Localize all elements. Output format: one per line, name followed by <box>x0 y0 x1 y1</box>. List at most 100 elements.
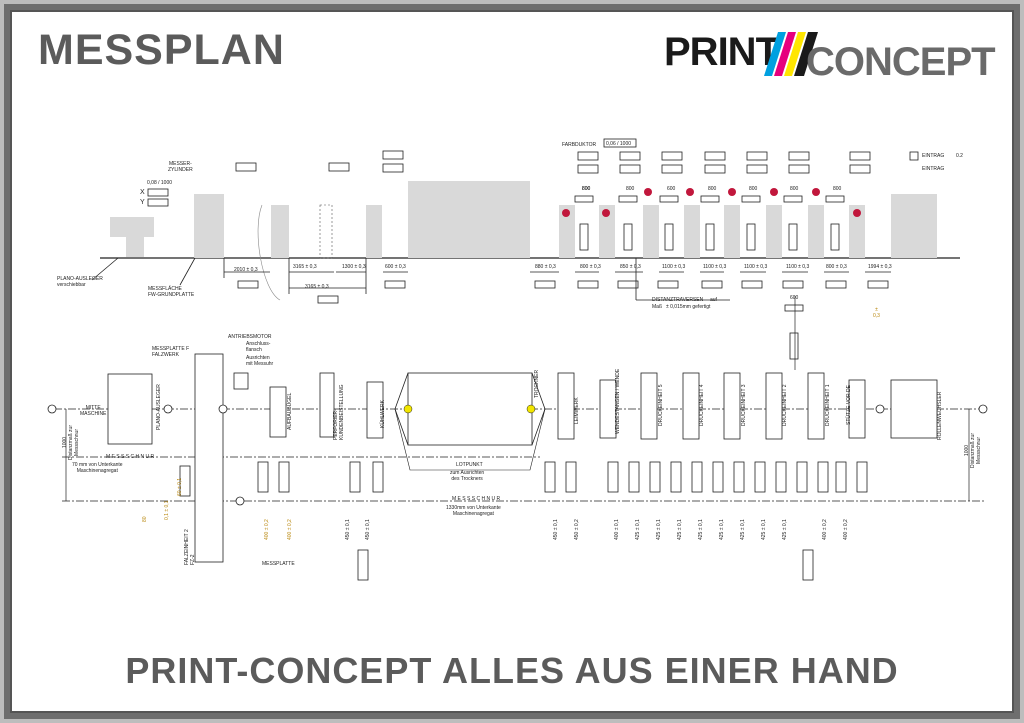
top-dimension-2: 1300 ± 0,3 <box>342 264 366 270</box>
orange-tolerance-4: 80 <box>142 516 148 522</box>
tolerance-1: 450 ± 0,2 <box>574 519 580 540</box>
unit-label-1: FALZEINHEIT 2 FZ-2 <box>184 529 196 565</box>
unit-width-4: 800 <box>749 186 758 192</box>
tolerance-14: 400 ± 0,2 <box>843 519 849 540</box>
mass-value: ± 0,015mm gefertigt <box>666 304 711 310</box>
distanz-right-label: 1000 Distanzmaß zur Messschnur <box>964 432 982 468</box>
top-dimension-0: 2010 ± 0,3 <box>234 267 258 273</box>
unit-label-8: DRUCKEINHEIT 5 <box>658 384 664 426</box>
distanztraversen-label: DISTANZTRAVERSEN <box>652 297 704 303</box>
tolerance-9: 425 ± 0,1 <box>719 519 725 540</box>
messflaeche-label: MESSFLÄCHE FW-GRUNDPLATTE <box>148 286 195 298</box>
logo-stripes-icon <box>764 32 818 76</box>
unit-label-7: WENDESTANGEN / WENDE <box>615 368 621 434</box>
curve-line <box>257 204 281 301</box>
top-dimension-3: 600 ± 0,3 <box>385 264 406 270</box>
unit-label-9: DRUCKEINHEIT 4 <box>699 384 705 426</box>
tolerance-10: 425 ± 0,1 <box>740 519 746 540</box>
orange-tolerance-0: 400 ± 0,2 <box>264 519 270 540</box>
top-dimension-5: 880 ± 0,3 <box>535 264 556 270</box>
tolerance-13: 400 ± 0,2 <box>822 519 828 540</box>
unit-label-2: AUFBAUBÜGEL <box>287 392 293 430</box>
unit-width-0: 800 <box>582 186 591 192</box>
plano-ausleger-label: PLANO-AUSLEGER verschiebbar <box>57 276 103 288</box>
top-machine-blocks <box>110 181 937 258</box>
unit-width-3: 800 <box>708 186 717 192</box>
bottom-stanchions <box>179 461 868 581</box>
mass-label: Maß <box>652 304 662 310</box>
x-axis-label: X <box>140 189 145 196</box>
distance-dimension-lines <box>65 296 970 501</box>
messer-zylinder-label: MESSER- ZYLINDER <box>168 161 193 173</box>
bottom-machine-outlines <box>107 353 938 563</box>
top-dimension-8: 1100 ± 0,3 <box>662 264 686 270</box>
unit-width-5: 800 <box>790 186 799 192</box>
top-dimension-lines <box>91 257 891 301</box>
mitte-maschine-label: MITTE MASCHINE <box>80 405 107 417</box>
lotpunkt-lines <box>394 408 546 471</box>
unit-label-0: PLANO-AUSLEGER <box>156 384 162 430</box>
dashed-block <box>319 204 333 259</box>
orange-tolerance-2: 60 ± 0,1 <box>177 477 183 496</box>
y-axis-label: Y <box>140 199 145 206</box>
unit-label-14: ROLLENWECHSLER <box>937 391 943 440</box>
farbduktor-label: FARBDUKTOR <box>562 142 597 148</box>
yellow-lotpunkt-right <box>526 404 536 414</box>
eintrag-1-value: 0.2 <box>956 153 963 159</box>
top-dimension-10: 1100 ± 0,3 <box>744 264 768 270</box>
logo-print: PRINT <box>664 30 780 74</box>
top-dimension-13: 1994 ± 0,3 <box>868 264 892 270</box>
orange-tolerance-1: 400 ± 0,2 <box>287 519 293 540</box>
unit-width-1: 800 <box>626 186 635 192</box>
top-entry-boxes <box>147 138 919 304</box>
distanz-left-label: 1000 Distanzmaß zur Messschnur <box>62 424 80 460</box>
top-dimension-12: 800 ± 0,3 <box>826 264 847 270</box>
unit-label-6: LEIMWERK <box>574 397 580 424</box>
farbduktor-value: 0,06 / 1000 <box>606 141 632 147</box>
drawing-sheet <box>10 10 1014 713</box>
antriebsmotor-label: ANTRIEBSMOTOR <box>228 334 272 340</box>
tolerance-8: 425 ± 0,1 <box>698 519 704 540</box>
tolerance-6: 425 ± 0,1 <box>656 519 662 540</box>
tolerance-2: 450 ± 0,1 <box>345 519 351 540</box>
measure-circles <box>47 404 988 506</box>
top-dimension-6: 800 ± 0,3 <box>580 264 601 270</box>
tolerance-4: 400 ± 0,1 <box>614 519 620 540</box>
unit-width-2: 600 <box>667 186 676 192</box>
messplatte-label: MESSPLATTE <box>262 561 295 567</box>
tolerance-12: 425 ± 0,1 <box>782 519 788 540</box>
unit-label-12: DRUCKEINHEIT 1 <box>825 384 831 426</box>
top-dimension-4: 3165 ± 0,3 <box>305 284 329 290</box>
unit-label-4: KÜHLWERK <box>380 400 386 428</box>
red-measure-points <box>562 188 861 217</box>
lotpunkt-note: zum Ausrichten des Trockners <box>450 470 485 482</box>
messplatte-f-label: MESSPLATTE F FALZWERK <box>152 346 190 358</box>
auf-label: auf <box>710 297 717 303</box>
messschnur-2-label: M E S S S C H N U R <box>452 496 501 502</box>
unit-label-10: DRUCKEINHEIT 3 <box>741 384 747 426</box>
top-dimension-7: 850 ± 0,3 <box>620 264 641 270</box>
unit-label-5: TROCKNER <box>534 369 540 398</box>
messschnur-1-note: 70 mm von Unterkante Maschinenagregat <box>72 462 123 474</box>
logo-concept: CONCEPT <box>806 40 996 84</box>
page-title: MESSPLAN <box>38 26 285 74</box>
orange-tolerance-3: 0,1 ± 0,1 <box>164 500 170 520</box>
messschnur-2-note: 1330mm von Unterkante Maschinenagregat <box>446 505 501 517</box>
unit-label-11: DRUCKEINHEIT 2 <box>782 384 788 426</box>
unit-width-8: 800 <box>582 186 591 192</box>
ausrichten-label: Ausrichten mit Messuhr <box>246 355 274 367</box>
tolerance-3: 450 ± 0,1 <box>365 519 371 540</box>
tolerance-11: 425 ± 0,1 <box>761 519 767 540</box>
tolerance-7: 425 ± 0,1 <box>677 519 683 540</box>
eintrag-2-label: EINTRAG <box>922 166 945 172</box>
eintrag-1-label: EINTRAG <box>922 153 945 159</box>
top-gauge-units <box>574 195 845 360</box>
unit-width-6: 800 <box>833 186 842 192</box>
footer-slogan: PRINT-CONCEPT ALLES AUS EINER HAND <box>125 650 899 691</box>
tolerance-5: 425 ± 0,1 <box>635 519 641 540</box>
unit-label-3: PERFORIER- KUNDENBEISTELLUNG <box>333 384 345 440</box>
print-concept-logo: PRINT CONCEPT <box>664 30 996 84</box>
yellow-lotpunkt-left <box>403 404 413 414</box>
tolerance-box-value: 0,08 / 1000 <box>147 180 173 186</box>
